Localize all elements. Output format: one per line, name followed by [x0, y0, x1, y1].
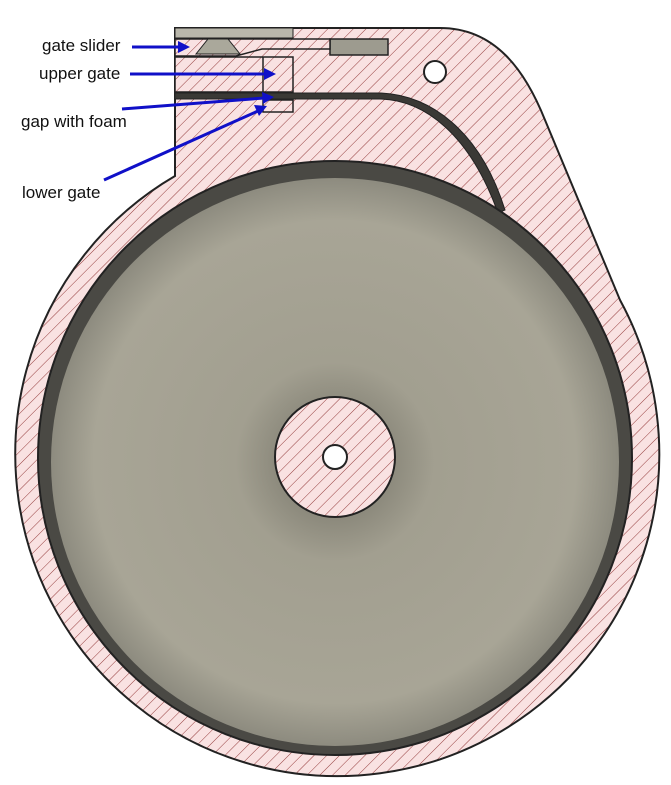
- hub-hole: [322, 444, 348, 470]
- label-gap-with-foam: gap with foam: [21, 112, 127, 131]
- lower-gate: [262, 99, 294, 113]
- top-strip: [174, 27, 294, 39]
- arrow-gap-with-foam: [121, 96, 265, 111]
- slider-notch: [194, 38, 242, 55]
- label-lower-gate: lower gate: [22, 183, 101, 202]
- slider-channel: [329, 38, 389, 56]
- label-gate-slider: gate slider: [42, 36, 121, 55]
- arrow-lower-gate: [103, 109, 259, 182]
- mounting-hole: [423, 60, 447, 84]
- annotation-arrows: [103, 41, 276, 182]
- label-upper-gate: upper gate: [39, 64, 121, 83]
